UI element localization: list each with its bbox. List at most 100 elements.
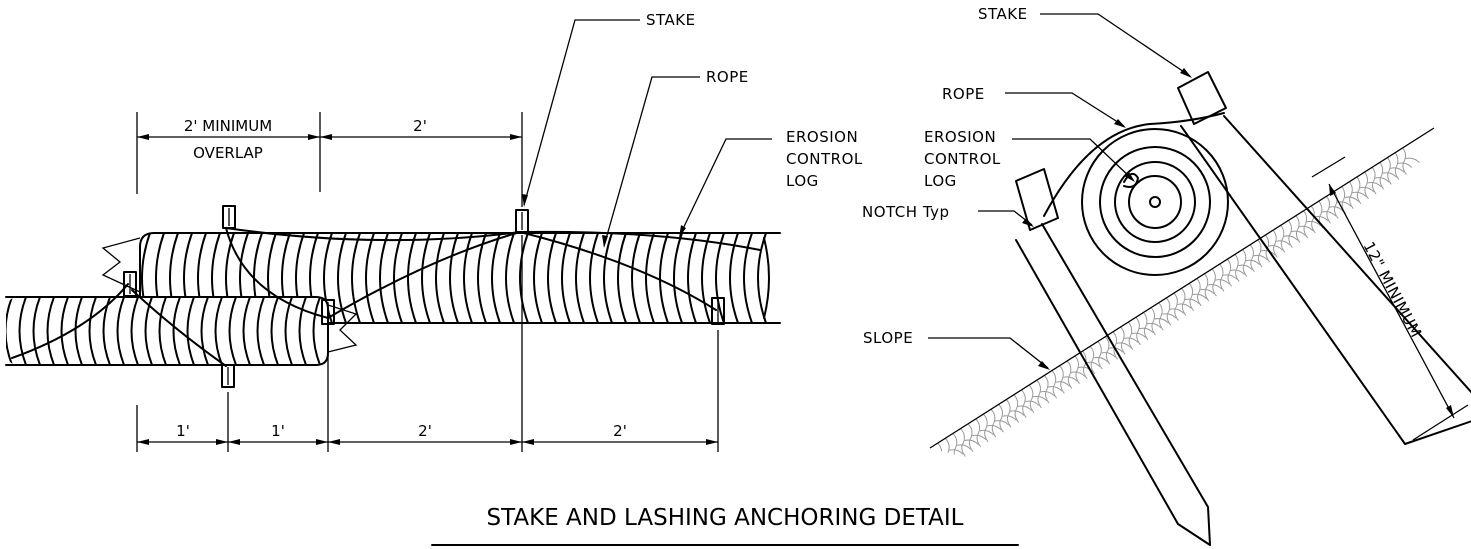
texture-stroke: [463, 233, 473, 323]
texture-stroke: [1040, 390, 1055, 397]
texture-stroke: [1359, 186, 1375, 193]
texture-stroke: [941, 454, 956, 460]
texture-stroke: [1108, 347, 1124, 353]
texture-stroke: [1385, 156, 1392, 185]
side-view-labels: STAKE ROPE EROSION CONTROL LOG: [522, 11, 862, 248]
texture-stroke: [1116, 342, 1131, 348]
texture-stroke: [1382, 172, 1398, 178]
texture-stroke: [1134, 316, 1141, 346]
texture-stroke: [130, 297, 139, 365]
texture-stroke: [617, 233, 627, 323]
texture-stroke: [1238, 264, 1253, 270]
label-log-section-line3: LOG: [924, 172, 957, 190]
label-log-section-line2: CONTROL: [924, 150, 1001, 168]
texture-stroke: [1306, 220, 1322, 227]
texture-stroke: [1047, 386, 1063, 392]
stake-1: [222, 205, 236, 229]
texture-stroke: [1081, 350, 1088, 380]
texture-stroke: [1374, 177, 1390, 183]
texture-stroke: [60, 297, 69, 365]
texture-stroke: [421, 233, 431, 323]
texture-stroke: [1169, 308, 1185, 314]
texture-stroke: [1043, 374, 1050, 404]
texture-stroke: [715, 233, 725, 323]
texture-stroke: [1347, 180, 1354, 209]
texture-stroke: [365, 233, 375, 323]
texture-stroke: [547, 233, 557, 323]
texture-stroke: [1063, 376, 1078, 382]
texture-stroke: [952, 433, 959, 460]
texture-stroke: [960, 428, 966, 457]
texture-stroke: [998, 403, 1004, 433]
texture-stroke: [242, 297, 251, 365]
texture-stroke: [964, 439, 979, 445]
texture-stroke: [1283, 235, 1299, 241]
texture-stroke: [351, 233, 361, 323]
stake-downslope: [1015, 168, 1211, 546]
texture-stroke: [1367, 181, 1382, 188]
texture-stroke: [337, 233, 347, 323]
texture-stroke: [1215, 279, 1230, 285]
texture-stroke: [1222, 274, 1238, 280]
texture-stroke: [74, 297, 83, 365]
texture-stroke: [967, 423, 974, 452]
dim-2ft-a: 2': [418, 422, 432, 440]
label-stake-section: STAKE: [978, 5, 1028, 23]
texture-stroke: [561, 233, 571, 323]
texture-stroke: [1268, 245, 1283, 251]
slope-ground: [929, 127, 1435, 460]
texture-stroke: [1074, 355, 1080, 384]
label-stake: STAKE: [646, 11, 696, 29]
dim-2ft-b: 2': [613, 422, 627, 440]
texture-stroke: [659, 233, 669, 323]
label-log-section-line1: EROSION: [924, 128, 996, 146]
texture-stroke: [1203, 272, 1210, 302]
texture-stroke: [1013, 394, 1020, 423]
texture-stroke: [116, 297, 125, 365]
label-rope-section: ROPE: [942, 85, 985, 103]
texture-stroke: [379, 233, 389, 323]
texture-stroke: [6, 297, 13, 365]
texture-stroke: [18, 297, 27, 365]
texture-stroke: [1032, 395, 1048, 402]
label-depth: 12" MINIMUM: [1360, 239, 1426, 341]
drawing-title: STAKE AND LASHING ANCHORING DETAIL: [431, 505, 1019, 546]
texture-stroke: [1271, 228, 1278, 258]
texture-stroke: [1017, 405, 1033, 411]
texture-stroke: [1089, 345, 1096, 375]
texture-stroke: [1230, 269, 1245, 275]
label-slope: SLOPE: [863, 329, 913, 347]
texture-stroke: [1162, 313, 1177, 319]
texture-stroke: [1298, 225, 1314, 232]
texture-stroke: [1405, 157, 1420, 164]
cross-section-labels: STAKE ROPE EROSION CONTROL LOG NOTCH Typ…: [862, 5, 1192, 370]
texture-stroke: [729, 233, 739, 323]
texture-stroke: [1344, 196, 1360, 202]
texture-stroke: [519, 233, 529, 323]
texture-stroke: [1276, 240, 1291, 246]
break-symbol-back: [101, 237, 141, 293]
texture-stroke: [1370, 165, 1377, 195]
texture-stroke: [312, 297, 321, 365]
texture-stroke: [971, 434, 987, 441]
texture-stroke: [1139, 327, 1154, 334]
texture-stroke: [1093, 356, 1109, 363]
texture-stroke: [298, 297, 307, 365]
texture-stroke: [533, 233, 543, 323]
texture-stroke: [1002, 415, 1017, 421]
texture-stroke: [1131, 332, 1147, 339]
texture-stroke: [949, 449, 964, 455]
texture-stroke: [1051, 369, 1058, 399]
texture-stroke: [1249, 243, 1255, 273]
texture-stroke: [1146, 322, 1162, 329]
label-notch: NOTCH Typ: [862, 203, 950, 221]
overlap-dim-line2: OVERLAP: [193, 144, 263, 162]
texture-stroke: [256, 297, 265, 365]
texture-stroke: [1142, 311, 1149, 341]
texture-stroke: [88, 297, 97, 365]
texture-stroke: [1200, 288, 1215, 295]
texture-stroke: [979, 429, 994, 436]
texture-stroke: [1207, 284, 1223, 290]
texture-stroke: [1355, 175, 1362, 205]
texture-stroke: [1150, 306, 1156, 336]
